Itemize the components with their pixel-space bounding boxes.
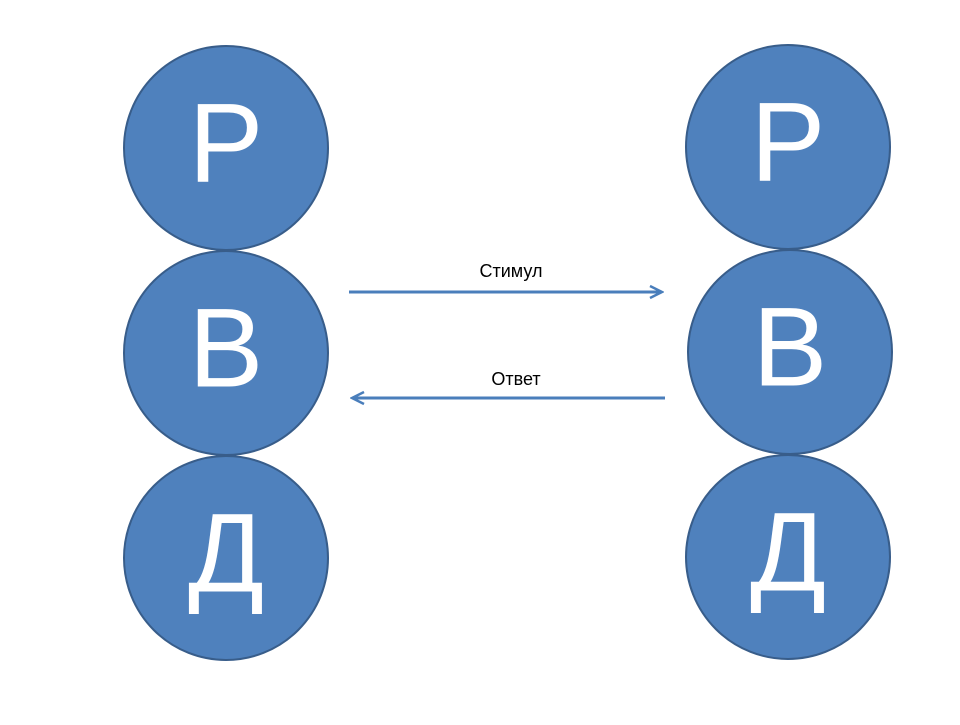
right-column: Р В Д	[685, 44, 893, 660]
right-letter-child: Д	[750, 490, 826, 615]
left-letter-parent: Р	[189, 81, 264, 206]
stimulus-arrow: Стимул	[349, 261, 662, 292]
response-label: Ответ	[491, 369, 540, 389]
left-circle-child: Д	[123, 455, 329, 661]
response-arrow: Ответ	[352, 369, 665, 398]
right-circle-parent: Р	[685, 44, 891, 250]
left-circle-parent: Р	[123, 45, 329, 251]
left-letter-child: Д	[188, 491, 264, 616]
left-circle-adult: В	[123, 250, 329, 456]
right-letter-adult: В	[753, 285, 828, 410]
left-letter-adult: В	[189, 286, 264, 411]
right-circle-adult: В	[687, 249, 893, 455]
right-circle-child: Д	[685, 454, 891, 660]
stimulus-label: Стимул	[480, 261, 543, 281]
left-column: Р В Д	[123, 45, 329, 661]
right-letter-parent: Р	[751, 80, 826, 205]
